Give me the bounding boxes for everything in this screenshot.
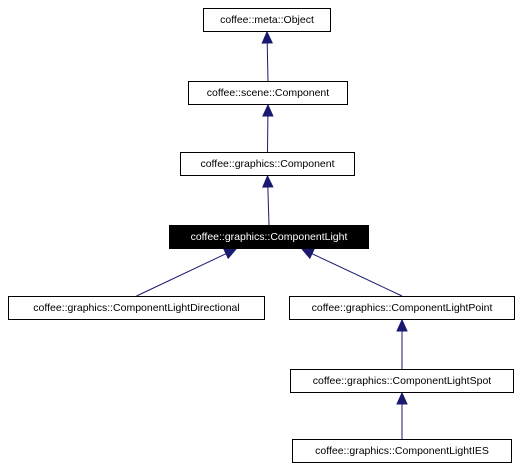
node-coffee-graphics-componentlightdirectional[interactable]: coffee::graphics::ComponentLightDirectio… (8, 296, 265, 320)
node-coffee-graphics-componentlight: coffee::graphics::ComponentLight (169, 225, 369, 249)
arrowhead-scene_component-to-object (261, 30, 274, 44)
arrowhead-light_directional-to-component_light (223, 248, 238, 260)
node-coffee-graphics-componentlightspot[interactable]: coffee::graphics::ComponentLightSpot (290, 369, 514, 393)
node-coffee-graphics-componentlightpoint[interactable]: coffee::graphics::ComponentLightPoint (289, 296, 515, 320)
edge-light_point-to-component_light (311, 253, 403, 297)
edge-light_directional-to-component_light (136, 253, 227, 297)
arrowhead-light_point-to-component_light (300, 248, 315, 260)
node-coffee-scene-component[interactable]: coffee::scene::Component (188, 81, 348, 105)
edge-component_light-to-graphics_component (267, 186, 270, 226)
arrowhead-graphics_component-to-scene_component (262, 103, 274, 117)
edge-scene_component-to-object (266, 42, 269, 82)
arrowhead-component_light-to-graphics_component (262, 174, 274, 188)
node-coffee-graphics-component[interactable]: coffee::graphics::Component (180, 152, 355, 176)
arrowhead-light_ies-to-light_spot (396, 391, 408, 405)
node-coffee-graphics-componentlighties[interactable]: coffee::graphics::ComponentLightIES (292, 439, 512, 463)
arrowhead-light_spot-to-light_point (396, 318, 408, 332)
node-coffee-meta-object[interactable]: coffee::meta::Object (203, 8, 331, 32)
